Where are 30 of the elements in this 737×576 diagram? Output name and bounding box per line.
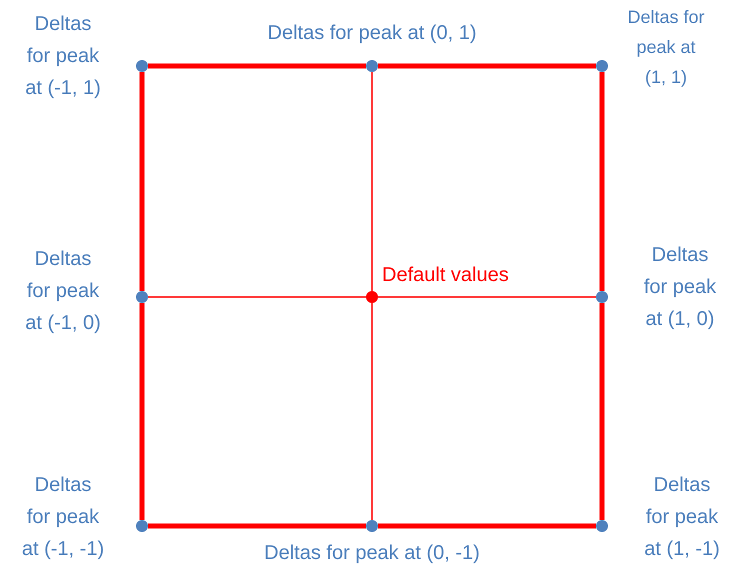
point-label: Deltas for peak at (-1, 1) (24, 12, 102, 101)
grid-point (596, 291, 608, 303)
grid-line (371, 303, 373, 520)
grid-line (140, 72, 144, 291)
point-label: Deltas for peak at (1, -1) (643, 473, 721, 562)
grid-point (136, 291, 148, 303)
grid-line (600, 72, 604, 291)
grid-line (378, 296, 596, 298)
point-label: Deltas for peak at (-1, -1) (21, 473, 105, 562)
grid-line (140, 303, 144, 520)
grid-point (596, 520, 608, 532)
grid-line (148, 296, 366, 298)
grid-line (148, 524, 366, 528)
point-label: Deltas for peak at (1, 0) (642, 243, 718, 332)
grid-line (371, 72, 373, 291)
point-label: Default values (382, 263, 510, 288)
grid-line (148, 64, 366, 68)
grid-line (600, 303, 604, 520)
grid-point (366, 60, 378, 72)
grid-line (378, 64, 596, 68)
grid-point (596, 60, 608, 72)
grid-point (366, 291, 378, 303)
grid-point (136, 60, 148, 72)
grid-point (366, 520, 378, 532)
point-label: Deltas for peak at (1, 1) (626, 6, 706, 89)
point-label: Deltas for peak at (0, -1) (263, 541, 481, 566)
grid-line (378, 524, 596, 528)
point-label: Deltas for peak at (-1, 0) (24, 247, 102, 336)
point-label: Deltas for peak at (0, 1) (266, 21, 478, 46)
grid-point (136, 520, 148, 532)
